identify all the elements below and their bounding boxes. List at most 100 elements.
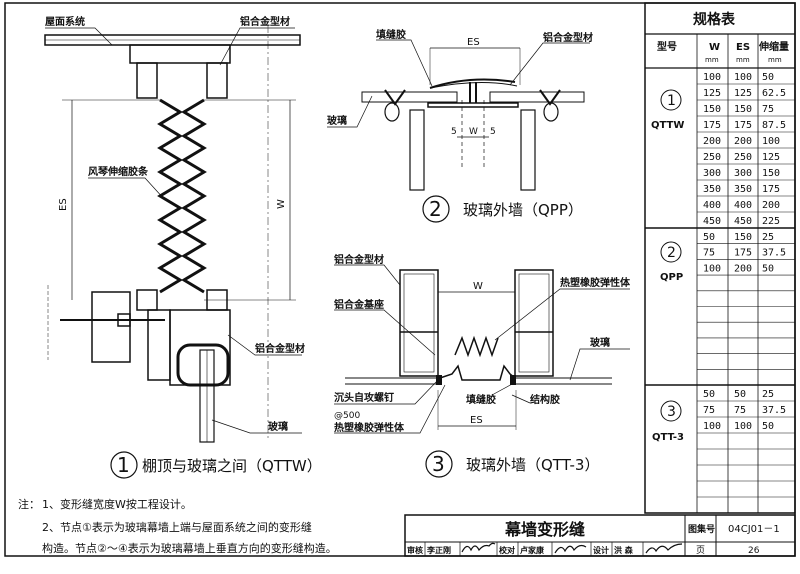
cell-es: 175: [734, 120, 752, 131]
dim-w-qpp: W: [469, 127, 478, 137]
node-3-caption: 玻璃外墙（QTT-3）: [466, 456, 599, 474]
label-glass-qpp: 玻璃: [327, 114, 347, 127]
cell-w: 250: [703, 152, 721, 163]
label-aluminum-profile-qpp: 铝合金型材: [543, 31, 593, 44]
cell-es: 100: [734, 72, 752, 83]
label-thermoplastic-rubber-bottom: 热塑橡胶弹性体: [334, 421, 405, 434]
atlas-number: 04CJ01－1: [728, 524, 780, 535]
label-aluminum-profile-top: 铝合金型材: [240, 15, 290, 28]
node-3-drawing: [334, 264, 630, 478]
cell-expansion: 37.5: [762, 248, 786, 259]
label-sealant-qpp: 填缝胶: [376, 28, 406, 41]
node-2-caption: 玻璃外墙（QPP）: [463, 201, 583, 219]
label-glass: 玻璃: [268, 420, 288, 433]
cell-expansion: 50: [762, 263, 774, 274]
checker-signature: [554, 544, 587, 554]
group-3-number: 3: [667, 404, 676, 420]
cell-es: 50: [734, 389, 746, 400]
atlas-label: 图集号: [688, 523, 715, 535]
checker-name: 卢家康: [520, 545, 545, 555]
cell-w: 200: [703, 136, 721, 147]
cell-expansion: 75: [762, 104, 774, 115]
cell-w: 75: [703, 405, 715, 416]
drawing-title: 幕墙变形缝: [504, 520, 585, 539]
cell-es: 125: [734, 88, 752, 99]
dim-es: ES: [58, 198, 69, 211]
note-1: 1、变形缝宽度W按工程设计。: [42, 497, 192, 511]
header-w-unit: mm: [705, 56, 719, 64]
header-es: ES: [736, 42, 750, 53]
cell-expansion: 25: [762, 389, 774, 400]
node-1-drawing: [44, 25, 302, 479]
cell-expansion: 125: [762, 152, 780, 163]
cell-es: 75: [734, 405, 746, 416]
cell-es: 150: [734, 104, 752, 115]
label-sealant-qtt3: 填缝胶: [466, 393, 496, 406]
cell-es: 350: [734, 184, 752, 195]
cell-es: 175: [734, 248, 752, 259]
label-roof-system: 屋面系统: [45, 15, 85, 28]
cell-w: 300: [703, 168, 721, 179]
cell-es: 200: [734, 136, 752, 147]
dim-es-qtt3: ES: [470, 415, 483, 426]
dim-w: W: [276, 199, 287, 209]
cell-expansion: 62.5: [762, 88, 786, 99]
cell-w: 100: [703, 263, 721, 274]
notes-prefix: 注：: [18, 497, 40, 511]
spec-table-cells: 100 100 50 125 125 62.5 150 150 75 175 175 87.5 200 2…: [703, 72, 786, 432]
cell-w: 150: [703, 104, 721, 115]
cell-w: 100: [703, 421, 721, 432]
label-aluminum-profile-bottom: 铝合金型材: [255, 342, 305, 355]
cell-es: 300: [734, 168, 752, 179]
cell-expansion: 225: [762, 216, 780, 227]
cell-expansion: 87.5: [762, 120, 786, 131]
title-block: [404, 514, 796, 557]
design-label: 设计: [593, 545, 609, 555]
spec-table-title: 规格表: [693, 11, 736, 28]
group-2-number: 2: [667, 245, 676, 261]
header-es-unit: mm: [736, 56, 750, 64]
cell-w: 400: [703, 200, 721, 211]
review-label: 审核: [407, 545, 423, 555]
cell-es: 250: [734, 152, 752, 163]
cell-w: 75: [703, 248, 715, 259]
group-2-code: QPP: [660, 272, 683, 283]
header-type: 型号: [657, 40, 677, 53]
cell-es: 450: [734, 216, 752, 227]
group-1-number: 1: [667, 93, 676, 109]
dim-gap-left: 5: [451, 127, 457, 137]
cell-expansion: 200: [762, 200, 780, 211]
cell-es: 100: [734, 421, 752, 432]
node-3-number: 3: [432, 452, 445, 476]
cell-es: 150: [734, 232, 752, 243]
label-bellows: 风琴伸缩胶条: [88, 165, 149, 178]
group-3-code: QTT-3: [652, 432, 684, 443]
note-3: 构造。节点②～④表示为玻璃幕墙上垂直方向的变形缝构造。: [42, 541, 337, 555]
node-1-caption: 棚顶与玻璃之间（QTTW）: [142, 457, 322, 475]
check-label: 校对: [499, 545, 515, 555]
cell-expansion: 150: [762, 168, 780, 179]
spec-table: [644, 2, 796, 514]
cell-expansion: 50: [762, 421, 774, 432]
label-structural-adhesive: 结构胶: [530, 393, 560, 406]
label-screw-spacing: @500: [334, 411, 360, 421]
cell-w: 50: [703, 232, 715, 243]
header-w: W: [709, 42, 720, 53]
page-number: 26: [748, 546, 760, 556]
cell-w: 350: [703, 184, 721, 195]
cell-w: 450: [703, 216, 721, 227]
cell-expansion: 175: [762, 184, 780, 195]
group-1-code: QTTW: [651, 120, 684, 131]
designer-name: 洪 森: [614, 545, 634, 555]
node-2-drawing: [327, 39, 590, 223]
label-aluminum-base: 铝合金基座: [334, 298, 384, 311]
header-expansion: 伸缩量: [758, 40, 789, 53]
node-2-number: 2: [429, 197, 442, 221]
cell-expansion: 50: [762, 72, 774, 83]
header-expansion-unit: mm: [768, 56, 782, 64]
note-2: 2、节点①表示为玻璃幕墙上端与屋面系统之间的变形缝: [42, 520, 312, 534]
cell-w: 125: [703, 88, 721, 99]
reviewer-signature: [461, 542, 496, 553]
designer-signature: [645, 543, 683, 554]
